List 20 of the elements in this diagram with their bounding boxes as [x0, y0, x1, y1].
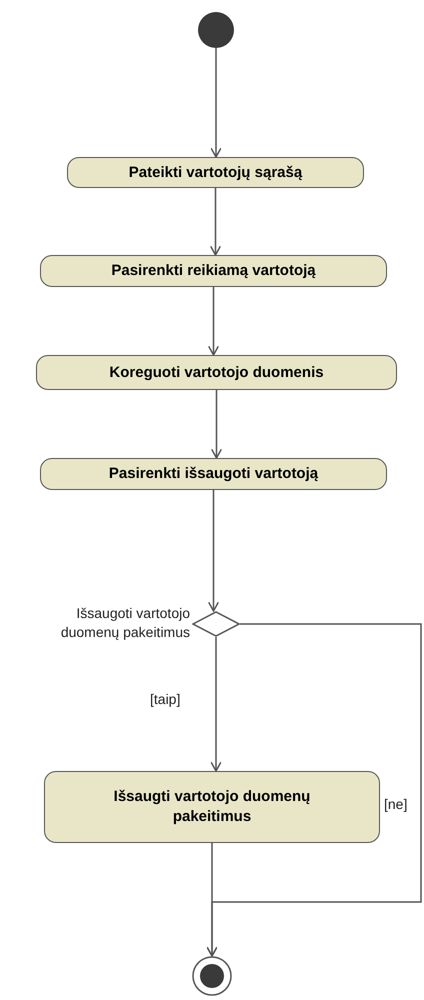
- action-box: [36, 355, 397, 390]
- action-box: [67, 157, 364, 188]
- action-box: [40, 458, 387, 490]
- decision-diamond: [192, 611, 240, 637]
- arrow: [206, 843, 218, 957]
- arrow: [210, 637, 222, 772]
- arrow: [210, 48, 222, 158]
- action-label: Pasirenkti reikiamą vartotoją: [111, 261, 316, 281]
- action-label: Išsaugti vartotojo duomenų pakeitimus: [112, 787, 312, 827]
- action-box: [40, 255, 387, 287]
- initial-node: [198, 12, 234, 48]
- action-label: Koreguoti vartotojo duomenis: [109, 362, 324, 382]
- final-node: [192, 956, 232, 996]
- action-label: Pateikti vartotojų sąrašą: [128, 162, 302, 182]
- action-label: Pasirenkti išsaugoti vartotoją: [108, 464, 318, 484]
- arrow: [210, 390, 222, 459]
- action-box: [44, 771, 380, 843]
- arrow: [210, 188, 222, 256]
- arrow: [208, 490, 220, 612]
- arrow: [208, 287, 220, 356]
